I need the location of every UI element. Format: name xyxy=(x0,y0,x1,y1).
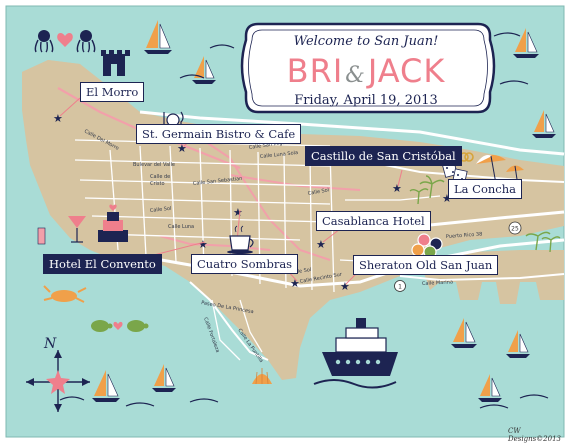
street-calle-san-sebastian: Calle San Sebastian xyxy=(193,176,243,187)
hotel-el-convento-star: ★ xyxy=(198,238,208,251)
starfish-icon xyxy=(46,370,70,394)
sailboat-icon-6 xyxy=(152,364,176,392)
wedding-date: Friday, April 19, 2013 xyxy=(294,93,438,108)
welcome-text: Welcome to San Juan! xyxy=(293,34,439,49)
turtle-icon xyxy=(91,320,149,332)
route-25-badge: 25 xyxy=(508,221,522,235)
heart-icon xyxy=(57,33,73,47)
compass-north-label: N xyxy=(43,336,57,352)
street-calle-sol-north: Calle Sol xyxy=(307,187,329,197)
sailboat-icon-3 xyxy=(513,28,539,58)
castle-icon xyxy=(101,50,130,76)
sailboat-icon-2 xyxy=(192,56,216,84)
label-el-morro: El Morro xyxy=(80,82,145,102)
martini-icon xyxy=(37,216,86,245)
castillo-star: ★ xyxy=(392,182,402,195)
pink-road-mid xyxy=(229,174,361,191)
label-st-germain: St. Germain Bistro & Cafe xyxy=(136,124,302,144)
street-calle-sol-west: Calle Sol xyxy=(150,206,172,214)
wave-decorations xyxy=(59,32,549,409)
label-hotel-el-convento: Hotel El Convento xyxy=(43,254,162,274)
route-1-badge: 1 xyxy=(394,280,406,292)
cuatro-sombras-star: ★ xyxy=(233,206,243,219)
cruise-ship-icon xyxy=(313,318,398,389)
paseo-road xyxy=(189,281,269,361)
el-morro-land xyxy=(22,60,92,100)
label-la-concha: La Concha xyxy=(448,179,522,199)
marina-road xyxy=(399,273,565,282)
street-calle-luna-sola: Calle Luna Sola xyxy=(260,150,299,160)
ampersand: & xyxy=(345,63,366,88)
sheraton-star-2: ★ xyxy=(340,280,350,293)
coffee-icon xyxy=(227,225,254,254)
designer-credit: CW Designs©2013 xyxy=(508,427,561,443)
compass-icon: N xyxy=(26,336,90,412)
label-cuatro-sombras: Cuatro Sombras xyxy=(191,254,299,274)
st-germain-star: ★ xyxy=(177,142,187,155)
palm-tree-icon xyxy=(409,175,561,253)
bride-name: BRI xyxy=(286,52,344,90)
sailboat-icon-4 xyxy=(532,110,556,138)
street-calle-san-miguel: Calle San Miguel xyxy=(248,139,290,151)
street-calle-luna: Calle Luna xyxy=(168,224,194,230)
wedding-cake-icon xyxy=(98,204,128,242)
poker-chips-icon xyxy=(411,233,443,259)
groom-name: JACK xyxy=(367,52,446,90)
street-calle-marina: Calle Marina xyxy=(422,279,453,287)
street-calle-de: Calle de xyxy=(150,174,170,180)
shell-icon xyxy=(252,368,272,385)
label-castillo: Castillo de San Cristóbal xyxy=(305,146,462,166)
sailboat-icon-8 xyxy=(506,330,530,358)
street-calle-sol-south: Calle Sol xyxy=(289,267,311,276)
label-casablanca: Casablanca Hotel xyxy=(316,211,431,231)
sailboat-icon xyxy=(144,20,172,54)
sailboat-icon-9 xyxy=(478,374,502,402)
north-east-road xyxy=(359,159,565,183)
street-puerto-rico-38: Puerto Rico 38 xyxy=(446,231,483,240)
northern-boulevard xyxy=(139,110,565,156)
title-plaque xyxy=(240,22,496,114)
casablanca-star: ★ xyxy=(316,238,326,251)
street-bulevar-del-valle: Bulevar del Valle xyxy=(133,162,175,168)
crab-icon xyxy=(43,285,87,303)
street-grid xyxy=(74,139,441,361)
svg-text:1: 1 xyxy=(398,284,402,291)
la-concha-star: ★ xyxy=(442,192,452,205)
el-morro-star: ★ xyxy=(53,112,63,125)
svg-text:25: 25 xyxy=(511,226,519,233)
location-stars: ★ ★ ★ ★ ★ ★ ★ ★ ★ xyxy=(53,112,452,293)
couple-names: BRI&JACK xyxy=(246,52,486,90)
label-sheraton: Sheraton Old San Juan xyxy=(353,255,499,275)
street-cristo: Cristo xyxy=(150,181,165,187)
octopus-icon-2 xyxy=(76,30,96,53)
sailboat-icon-7 xyxy=(451,318,477,348)
octopus-icon xyxy=(34,30,54,53)
pink-road-diagonal xyxy=(199,137,331,261)
sheraton-star-1: ★ xyxy=(290,277,300,290)
sailboat-icon-5 xyxy=(92,370,120,402)
